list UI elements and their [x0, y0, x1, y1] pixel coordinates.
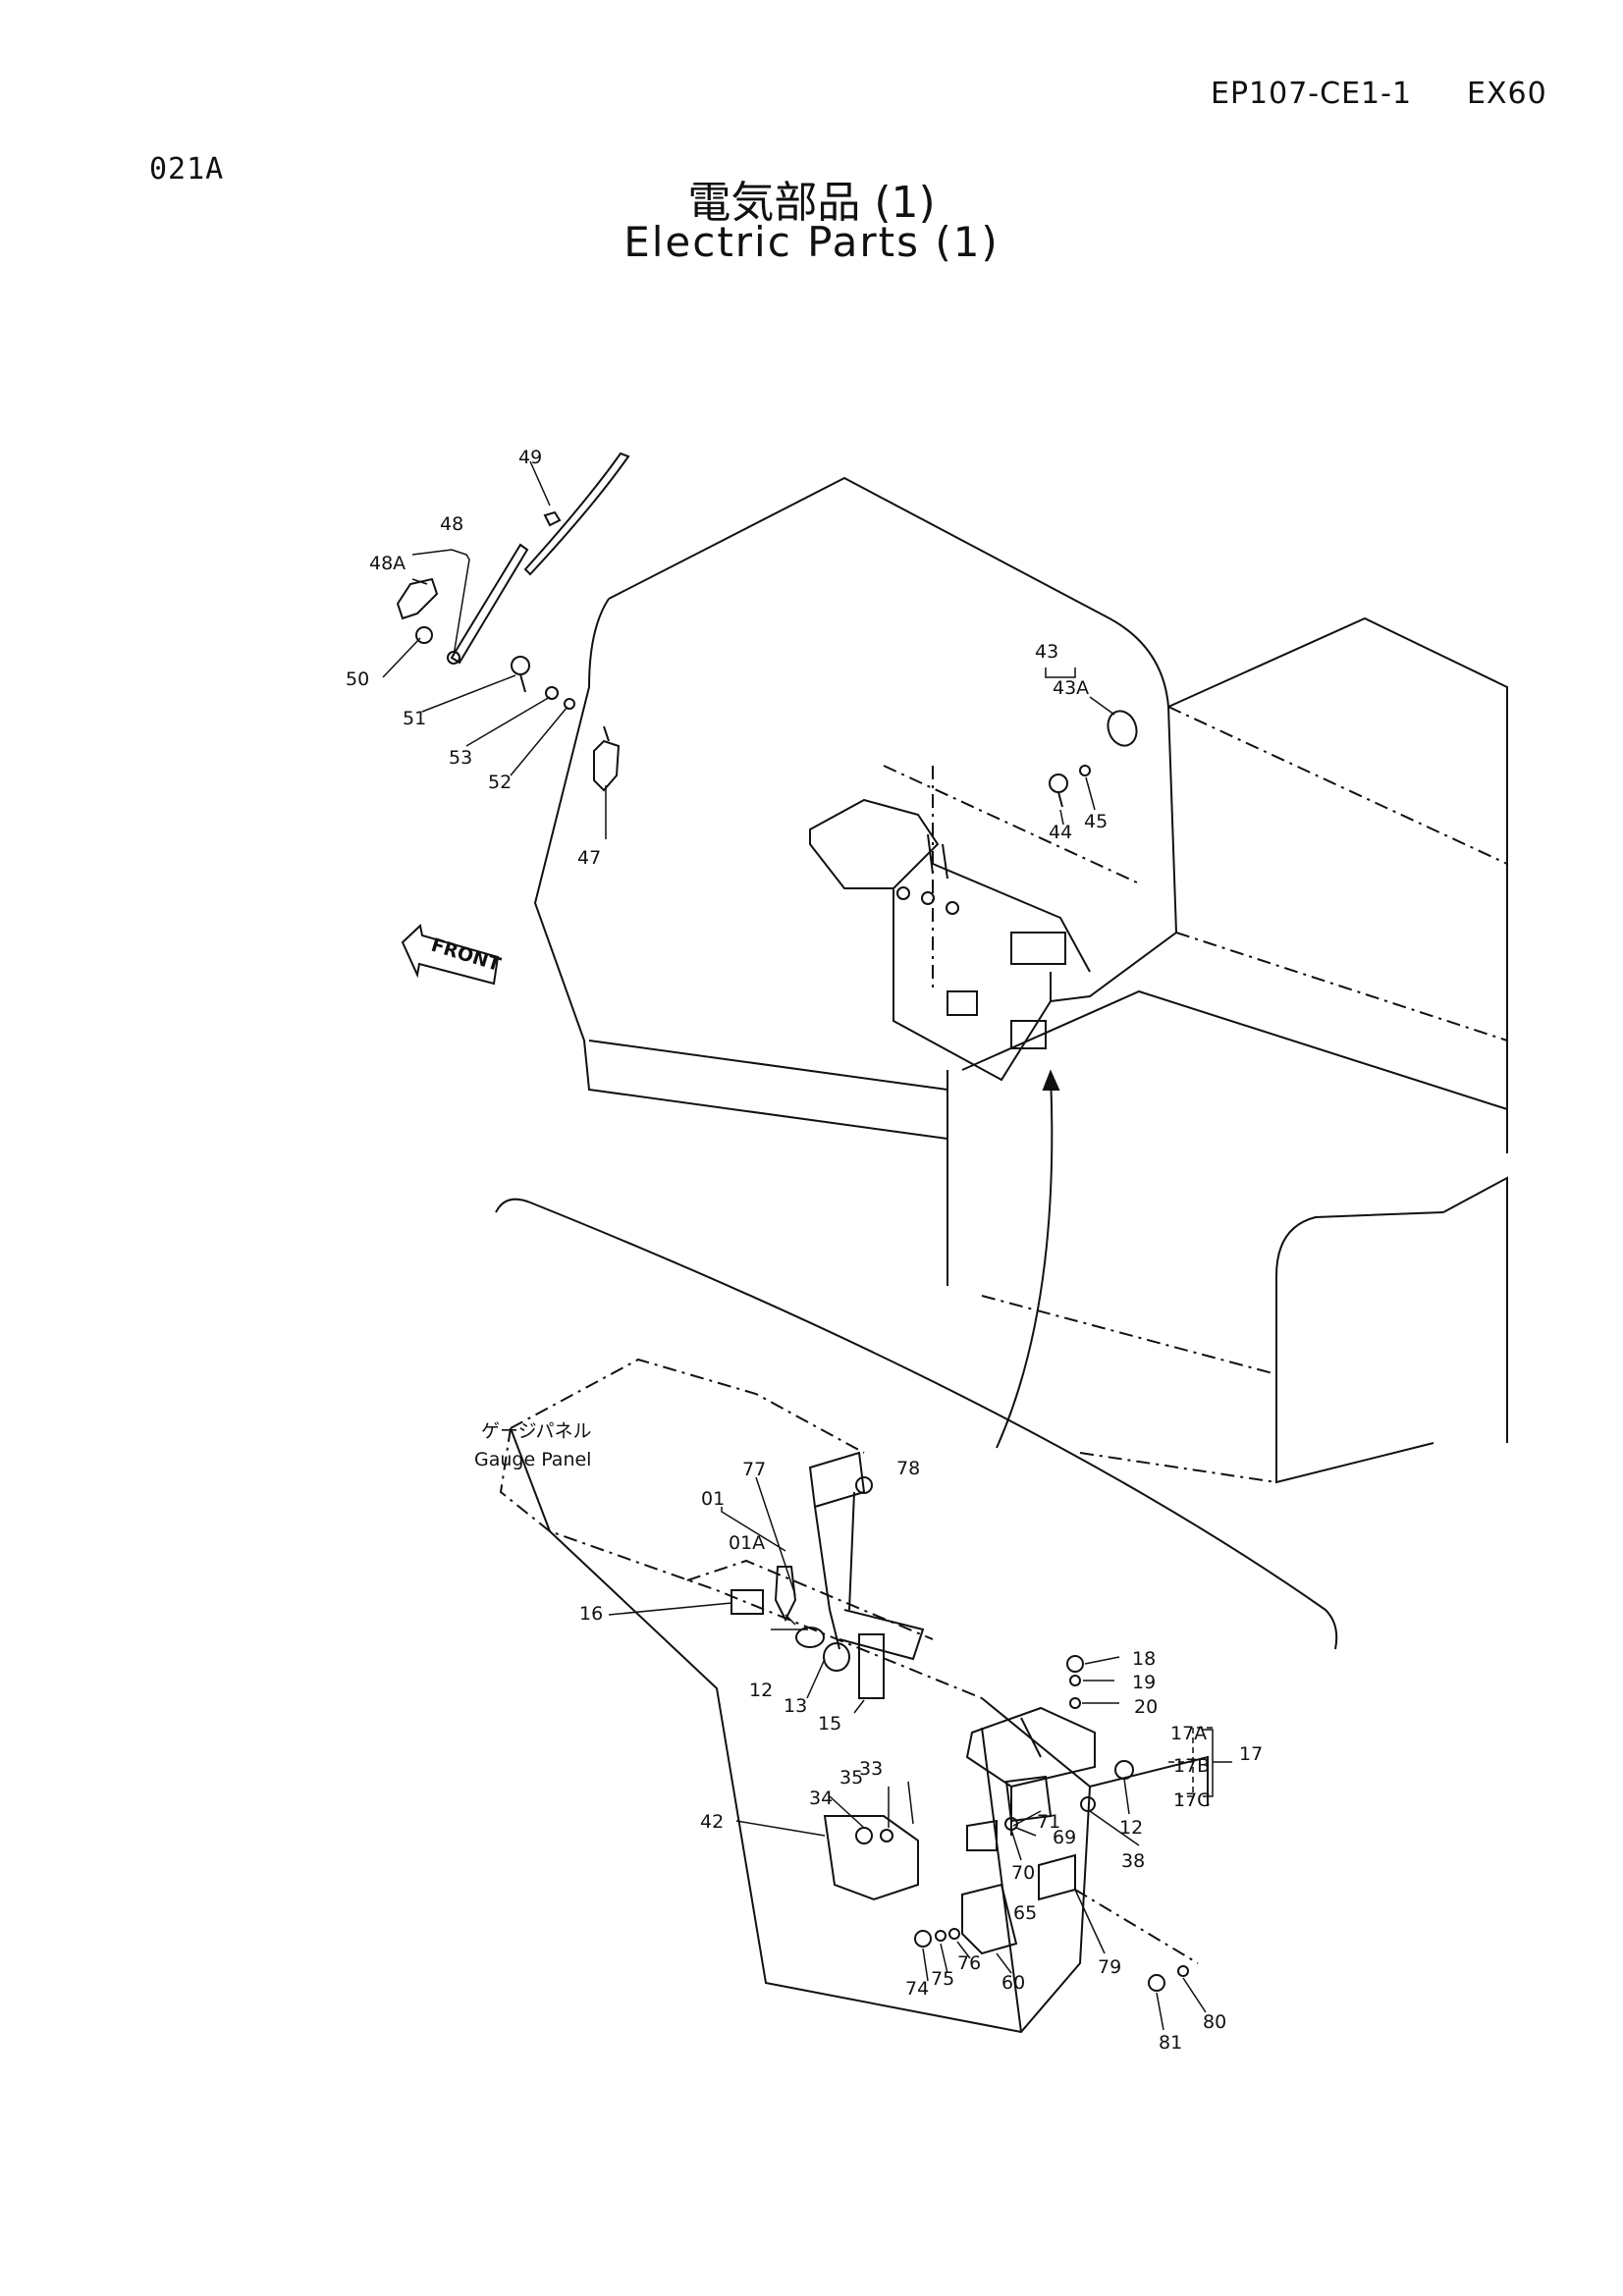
- front-direction-arrow: [401, 924, 500, 986]
- callout-01a: 01A: [729, 1532, 765, 1554]
- gauge-panel-label-en: Gauge Panel: [474, 1449, 591, 1470]
- callout-19: 19: [1132, 1672, 1156, 1693]
- callout-50: 50: [346, 668, 369, 690]
- callout-18: 18: [1132, 1648, 1156, 1670]
- wiper-assembly: [396, 452, 630, 792]
- callout-80: 80: [1203, 2011, 1226, 2033]
- callout-01: 01: [701, 1488, 725, 1510]
- callout-69: 69: [1053, 1827, 1076, 1848]
- upper-console: [809, 798, 1091, 1082]
- callout-71: 71: [1037, 1811, 1060, 1833]
- callout-77: 77: [742, 1459, 766, 1480]
- callout-35: 35: [839, 1767, 863, 1789]
- cab-outline: [533, 476, 1508, 1484]
- callout-79: 79: [1098, 1956, 1121, 1978]
- callout-81: 81: [1159, 2032, 1182, 2054]
- callout-76: 76: [957, 1952, 981, 1974]
- callout-48: 48: [440, 513, 463, 535]
- rear-light-parts: [1049, 710, 1138, 808]
- leader-lines: [382, 460, 1232, 2031]
- detail-connector-arrow: [996, 1074, 1054, 1449]
- gauge-panel-label-jp: ゲージパネル: [481, 1420, 591, 1442]
- callout-70: 70: [1011, 1862, 1035, 1884]
- callout-12a: 12: [749, 1680, 773, 1701]
- callout-47: 47: [577, 847, 601, 869]
- callout-49: 49: [518, 447, 542, 468]
- callout-15: 15: [818, 1713, 841, 1735]
- callout-12b: 12: [1119, 1817, 1143, 1839]
- callout-20: 20: [1134, 1696, 1158, 1718]
- callout-34: 34: [809, 1788, 833, 1809]
- lower-console-detail: [499, 1358, 1209, 2034]
- callout-16: 16: [579, 1603, 603, 1625]
- callout-17b: 17B: [1173, 1755, 1210, 1777]
- callout-52: 52: [488, 772, 512, 793]
- section-curve: [495, 1198, 1338, 1650]
- callout-17: 17: [1239, 1743, 1263, 1765]
- callout-13: 13: [784, 1695, 807, 1717]
- callout-74: 74: [905, 1978, 929, 2000]
- title-japanese: 電気部品 (1): [687, 178, 936, 228]
- callout-45: 45: [1084, 811, 1108, 832]
- model-code: EX60: [1467, 77, 1547, 111]
- callout-53: 53: [449, 747, 472, 769]
- callout-43a: 43A: [1053, 677, 1089, 699]
- callout-65: 65: [1013, 1902, 1037, 1924]
- page-code: 021A: [149, 152, 225, 187]
- title-english: Electric Parts (1): [623, 218, 1000, 266]
- callout-38: 38: [1121, 1850, 1145, 1872]
- callout-78: 78: [896, 1458, 920, 1479]
- callout-75: 75: [931, 1968, 954, 1990]
- callout-17a: 17A: [1170, 1723, 1207, 1744]
- callout-42: 42: [700, 1811, 724, 1833]
- callout-44: 44: [1049, 822, 1072, 843]
- callout-33: 33: [859, 1758, 883, 1780]
- callout-17c: 17C: [1173, 1789, 1210, 1811]
- reference-code: EP107-CE1-1: [1211, 77, 1413, 111]
- callout-60: 60: [1001, 1972, 1025, 1994]
- callout-51: 51: [403, 708, 426, 729]
- callout-43: 43: [1035, 641, 1058, 663]
- callout-48a: 48A: [369, 553, 406, 574]
